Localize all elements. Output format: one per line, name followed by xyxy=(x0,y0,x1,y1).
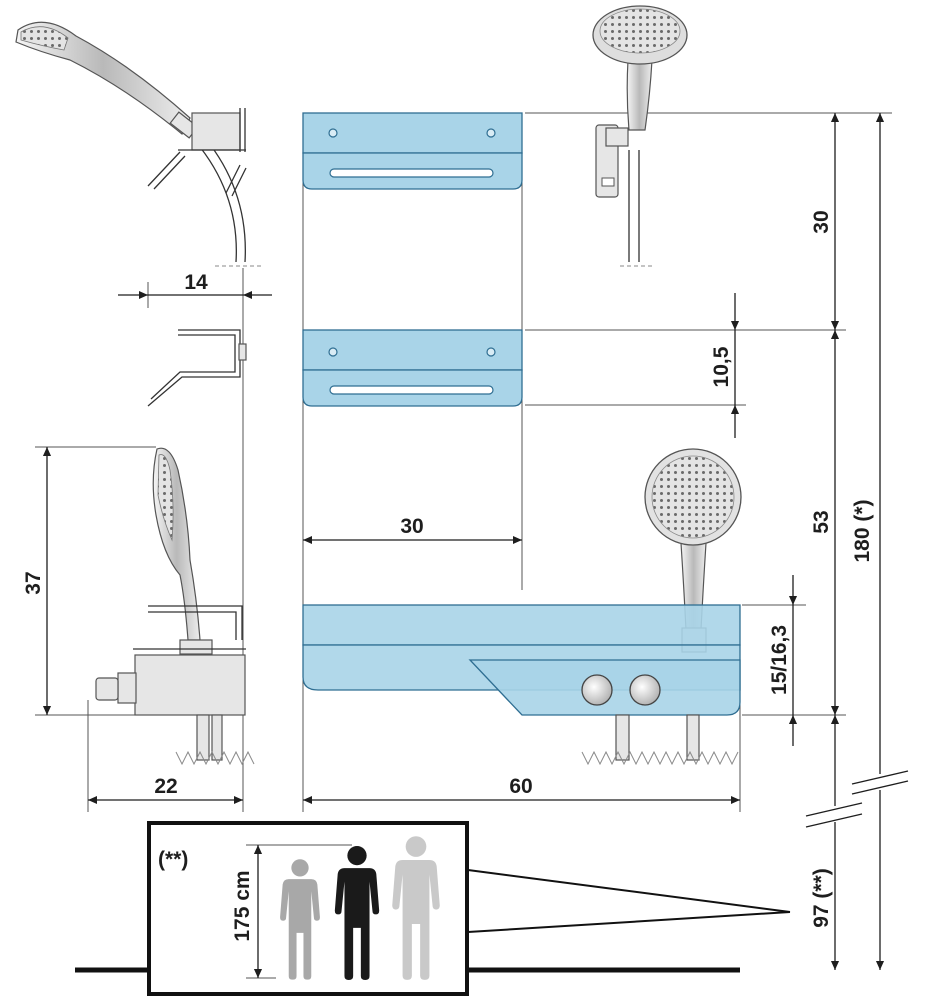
dim-label: 10,5 xyxy=(710,346,733,387)
dim-label: 30 xyxy=(810,210,833,233)
screw-left xyxy=(328,347,338,357)
bracket-outer xyxy=(147,329,241,407)
dim-label: 97 (**) xyxy=(810,868,833,928)
dimension-unit-side-depth: 22 xyxy=(88,775,243,805)
side-knob xyxy=(95,677,119,701)
pipe-left xyxy=(615,714,630,761)
shelf-back-panel xyxy=(302,112,523,154)
break-mark xyxy=(851,770,909,785)
dimension-total-height: 180 (*) xyxy=(851,113,909,970)
dimension-unit-front-height: 15/16,3 xyxy=(768,575,798,746)
holder-block xyxy=(191,112,241,151)
dimension-shelf-to-unit: 53 xyxy=(810,330,840,715)
front-view-upper-shower xyxy=(592,5,688,267)
bracket-screw xyxy=(238,343,247,361)
bracket-inner xyxy=(150,334,236,400)
height-reference-inset: (**) 175 cm xyxy=(147,821,469,996)
ground-mark xyxy=(581,750,739,766)
spray-face xyxy=(157,454,174,542)
spray-face xyxy=(599,8,681,54)
side-knob-nut xyxy=(117,672,137,704)
hose-edge xyxy=(204,137,246,263)
hose xyxy=(195,141,237,263)
shelf-slot xyxy=(329,385,494,395)
dim-label: 30 xyxy=(400,515,423,538)
dim-label: 22 xyxy=(154,775,177,798)
dimension-shelf-height: 10,5 xyxy=(710,293,740,438)
dim-label: 37 xyxy=(22,571,45,594)
front-view-lower-unit xyxy=(302,448,742,766)
screw-right xyxy=(486,128,496,138)
callout-line-top xyxy=(467,869,791,913)
screw-right xyxy=(486,347,496,357)
spray-face xyxy=(651,455,735,539)
holder-slot xyxy=(601,177,615,187)
dimension-overall-width: 60 xyxy=(303,775,740,805)
break-mark xyxy=(805,813,863,828)
dim-label: 53 xyxy=(810,510,833,533)
hand-shower-handle xyxy=(626,59,653,131)
pipe-right xyxy=(211,714,223,761)
dimension-shelf-spacing: 30 xyxy=(810,113,840,330)
mixer-knob-right xyxy=(629,674,661,706)
dimension-holder-depth: 14 xyxy=(118,271,272,300)
pipe-right xyxy=(686,714,700,761)
holder-shelf xyxy=(148,605,243,640)
screw-left xyxy=(328,128,338,138)
connector-nut xyxy=(179,639,213,655)
unit-top-panel xyxy=(302,604,741,646)
dim-label: 14 xyxy=(184,271,208,294)
inset-callout xyxy=(467,869,791,933)
spray-face xyxy=(20,26,69,51)
side-view-bracket xyxy=(147,329,247,407)
pipe-left xyxy=(196,714,210,761)
holder-bracket xyxy=(147,108,247,197)
dim-label: 60 xyxy=(509,775,532,798)
dimension-unit-side-height: 37 xyxy=(22,447,52,715)
dimension-unit-floor-height: 97 (**) xyxy=(805,715,863,970)
dim-label: 180 (*) xyxy=(851,499,874,562)
side-view-lower-unit xyxy=(95,447,255,766)
break-mark xyxy=(805,802,863,817)
front-view-upper-shelf xyxy=(302,112,523,190)
dimension-shelf-width: 30 xyxy=(303,515,522,545)
unit-body xyxy=(134,654,246,716)
side-view-upper-shower xyxy=(15,21,263,267)
holder-clip xyxy=(605,127,629,147)
inset-note: (**) xyxy=(158,848,188,871)
mixer-knob-left xyxy=(581,674,613,706)
front-view-middle-shelf xyxy=(302,329,523,407)
person-height-label: 175 cm xyxy=(231,870,254,941)
shelf-slot xyxy=(329,168,494,178)
hose xyxy=(628,150,640,262)
callout-line-bottom xyxy=(467,911,791,933)
dim-label: 15/16,3 xyxy=(768,625,791,695)
break-mark xyxy=(851,780,909,795)
ground-mark xyxy=(175,750,255,766)
